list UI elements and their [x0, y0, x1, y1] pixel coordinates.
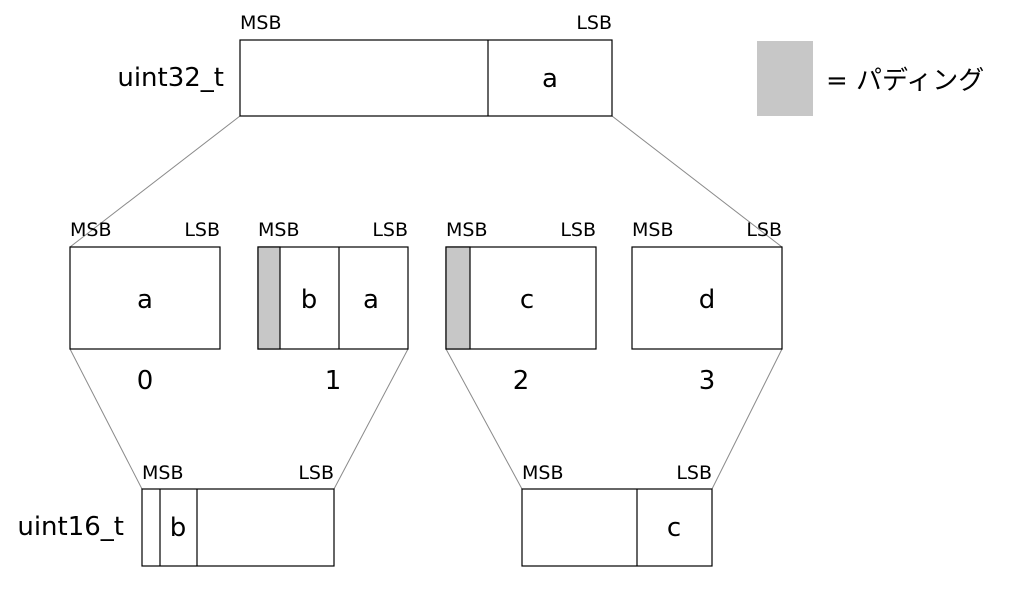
byte-2-padding — [445, 246, 471, 350]
uint16-left-msb-label: MSB — [142, 462, 184, 484]
byte-1-cell-a: a — [363, 285, 379, 315]
byte-1-lsb-label: LSB — [372, 219, 408, 241]
byte-0-lsb-label: LSB — [184, 219, 220, 241]
byte-1-cell-b: b — [301, 285, 318, 315]
uint16-left-box — [141, 488, 335, 567]
uint32-lsb-label: LSB — [576, 12, 612, 34]
uint32-msb-label: MSB — [240, 12, 282, 34]
connector-byte1-to-uint16-left — [333, 348, 409, 490]
uint16-right-box — [521, 488, 713, 567]
connector-uint32-to-byte3 — [611, 115, 783, 248]
uint16-right-msb-label: MSB — [522, 462, 564, 484]
byte-1-index: 1 — [325, 366, 342, 396]
byte-2: MSB LSB c 2 — [445, 219, 597, 396]
padding-legend-label: = パディング — [826, 66, 984, 96]
byte-1: MSB LSB b a 1 — [257, 219, 409, 396]
connector-byte2-to-uint16-right — [445, 348, 523, 490]
uint32-box — [239, 39, 613, 117]
uint16-left-lsb-label: LSB — [298, 462, 334, 484]
byte-0-box — [69, 246, 221, 350]
byte-0-msb-label: MSB — [70, 219, 112, 241]
byte-3-box — [631, 246, 783, 350]
byte-2-box — [445, 246, 597, 350]
byte-3-msb-label: MSB — [632, 219, 674, 241]
padding-legend-swatch — [757, 41, 813, 116]
connector-byte0-to-uint16-left — [69, 348, 143, 490]
byte-3-cell-d: d — [699, 285, 716, 315]
uint32-type-label: uint32_t — [117, 63, 224, 93]
byte-2-msb-label: MSB — [446, 219, 488, 241]
byte-0-index: 0 — [137, 366, 154, 396]
uint16-type-label: uint16_t — [17, 512, 124, 542]
byte-2-lsb-label: LSB — [560, 219, 596, 241]
byte-1-box — [257, 246, 409, 350]
uint16-right-register: MSB LSB c — [521, 462, 713, 567]
uint16-left-register: uint16_t MSB LSB b — [17, 462, 335, 567]
byte-1-msb-label: MSB — [258, 219, 300, 241]
byte-1-padding — [257, 246, 281, 350]
byte-2-cell-c: c — [520, 285, 534, 315]
connector-uint32-to-byte0 — [69, 115, 241, 248]
byte-3-index: 3 — [699, 366, 716, 396]
byte-3-lsb-label: LSB — [746, 219, 782, 241]
byte-3: MSB LSB d 3 — [631, 219, 783, 396]
uint16-left-cell-b: b — [170, 513, 187, 543]
connector-byte3-to-uint16-right — [711, 348, 783, 490]
uint16-right-cell-c: c — [667, 513, 681, 543]
byte-0-cell-a: a — [137, 285, 153, 315]
padding-legend: = パディング — [757, 41, 984, 116]
byte-2-index: 2 — [513, 366, 530, 396]
uint16-right-lsb-label: LSB — [676, 462, 712, 484]
uint32-register: uint32_t MSB LSB a — [117, 12, 613, 117]
byte-0: MSB LSB a 0 — [69, 219, 221, 396]
uint32-cell-a: a — [542, 64, 558, 94]
